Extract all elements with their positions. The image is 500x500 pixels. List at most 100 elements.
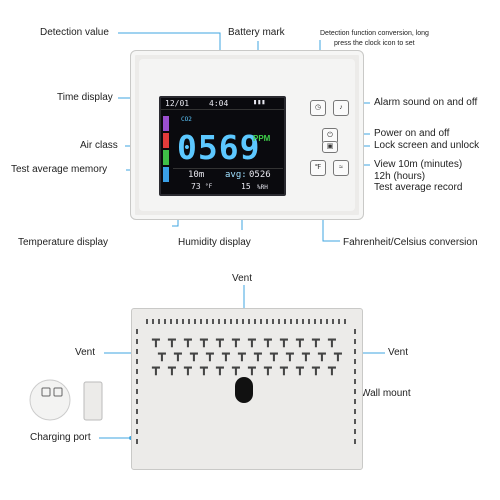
vent-opening: ┳ xyxy=(334,347,342,362)
label-time-display: Time display xyxy=(57,92,113,103)
label-view-12h: 12h (hours) xyxy=(374,171,426,182)
vent-opening: ┳ xyxy=(248,361,256,376)
label-charging-port: Charging port xyxy=(30,432,91,443)
vent-opening: ┳ xyxy=(152,333,160,348)
vent-slot xyxy=(308,319,310,324)
vent-opening: ┳ xyxy=(174,347,182,362)
vent-opening: ┳ xyxy=(184,333,192,348)
vent-opening: ┳ xyxy=(232,361,240,376)
label-vent-top: Vent xyxy=(232,273,253,284)
vent-slot xyxy=(254,319,256,324)
vent-slot xyxy=(326,319,328,324)
vent-opening: ┳ xyxy=(168,333,176,348)
screen-date: 12/01 xyxy=(165,99,190,108)
side-vent-slot xyxy=(136,439,138,444)
side-vent-slot xyxy=(136,429,138,434)
side-vent-slot xyxy=(354,329,356,334)
vent-opening: ┳ xyxy=(328,361,336,376)
vent-slot xyxy=(170,319,172,324)
side-vent-slot xyxy=(136,419,138,424)
screen-avg-label: avg: xyxy=(225,170,247,180)
vent-opening: ┳ xyxy=(280,361,288,376)
average-button[interactable]: ≈ xyxy=(333,160,349,176)
vent-slot xyxy=(290,319,292,324)
vent-opening: ┳ xyxy=(206,347,214,362)
vent-opening: ┳ xyxy=(168,361,176,376)
lock-button[interactable]: ▣ xyxy=(322,141,338,153)
vent-opening: ┳ xyxy=(280,333,288,348)
vent-slot xyxy=(266,319,268,324)
vent-opening: ┳ xyxy=(248,333,256,348)
vent-opening: ┳ xyxy=(200,333,208,348)
clock-button[interactable]: ◷ xyxy=(310,100,326,116)
avg-icon: ≈ xyxy=(339,164,343,171)
screen-unit: PPM xyxy=(253,134,271,143)
vent-slot xyxy=(278,319,280,324)
vent-slot xyxy=(302,319,304,324)
label-vent-right: Vent xyxy=(388,347,409,358)
side-vent-slot xyxy=(354,409,356,414)
vent-slot xyxy=(182,319,184,324)
side-vent-slot xyxy=(354,399,356,404)
screen-co2-value: 0569 xyxy=(177,128,261,167)
vent-opening: ┳ xyxy=(312,333,320,348)
vent-opening: ┳ xyxy=(302,347,310,362)
label-temperature-display: Temperature display xyxy=(18,237,109,248)
vent-slot xyxy=(314,319,316,324)
vent-opening: ┳ xyxy=(190,347,198,362)
vent-slot xyxy=(284,319,286,324)
side-vent-slot xyxy=(136,329,138,334)
label-vent-left: Vent xyxy=(75,347,96,358)
wall-mount-hole xyxy=(235,377,253,403)
vent-opening: ┳ xyxy=(296,333,304,348)
vent-slot xyxy=(152,319,154,324)
vent-opening: ┳ xyxy=(152,361,160,376)
vent-slot xyxy=(200,319,202,324)
label-battery-mark: Battery mark xyxy=(228,27,285,38)
vent-slot xyxy=(260,319,262,324)
vent-opening: ┳ xyxy=(312,361,320,376)
alarm-button[interactable]: ♪ xyxy=(333,100,349,116)
vent-opening: ┳ xyxy=(270,347,278,362)
lcd-screen: 12/01 4:04 ▮▮▮ CO2 0569 PPM 10m avg: 052… xyxy=(159,96,286,196)
side-vent-slot xyxy=(136,349,138,354)
air-class-bar-purple xyxy=(163,116,169,131)
vent-slot xyxy=(164,319,166,324)
screen-temperature: 73 xyxy=(191,182,201,191)
vent-slot xyxy=(194,319,196,324)
vent-slot xyxy=(230,319,232,324)
side-vent-slot xyxy=(354,369,356,374)
label-test-average-record: Test average record xyxy=(374,182,463,193)
lock-icon: ▣ xyxy=(326,143,334,150)
vent-slot xyxy=(242,319,244,324)
vent-opening: ┳ xyxy=(232,333,240,348)
side-vent-slot xyxy=(354,419,356,424)
vent-opening: ┳ xyxy=(296,361,304,376)
vent-slot xyxy=(158,319,160,324)
screen-humidity: 15 xyxy=(241,182,251,191)
screen-temp-unit: °F xyxy=(205,183,213,190)
label-test-average-memory: Test average memory xyxy=(11,164,108,175)
clock-icon: ◷ xyxy=(314,104,322,111)
air-class-bar-red xyxy=(163,133,169,148)
air-class-bar-blue xyxy=(163,167,169,182)
battery-icon: ▮▮▮ xyxy=(253,98,266,106)
side-vent-slot xyxy=(136,399,138,404)
vent-slot xyxy=(296,319,298,324)
vent-slot xyxy=(338,319,340,324)
vent-slot xyxy=(248,319,250,324)
vent-slot xyxy=(320,319,322,324)
side-vent-slot xyxy=(354,389,356,394)
label-fahrenheit-celsius: Fahrenheit/Celsius conversion xyxy=(343,237,478,248)
side-vent-slot xyxy=(354,359,356,364)
vent-grid: ┳┳┳┳┳┳┳┳┳┳┳┳┳┳┳┳┳┳┳┳┳┳┳┳┳┳┳┳┳┳┳┳┳┳┳┳ xyxy=(152,333,348,377)
vent-opening: ┳ xyxy=(264,361,272,376)
side-vent-slot xyxy=(136,389,138,394)
vent-opening: ┳ xyxy=(286,347,294,362)
screen-gas-label: CO2 xyxy=(181,116,192,123)
label-detection-function-2: press the clock icon to set xyxy=(334,40,415,47)
vent-opening: ┳ xyxy=(184,361,192,376)
top-vent-row xyxy=(146,319,348,327)
temp-unit-button[interactable]: ℉ xyxy=(310,160,326,176)
screen-avg-value: 0526 xyxy=(249,170,271,180)
